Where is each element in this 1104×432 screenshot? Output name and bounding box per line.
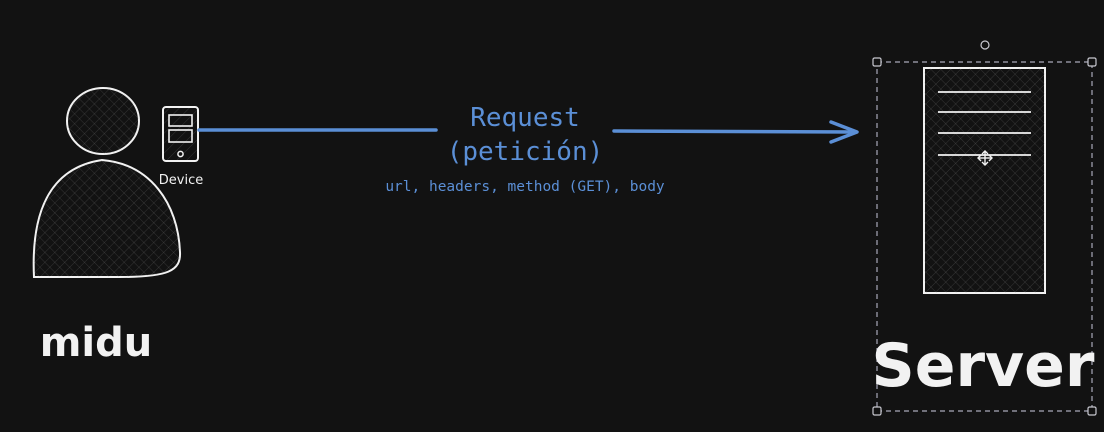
selection-handle-top-right[interactable] (1087, 57, 1097, 67)
rotate-handle[interactable] (980, 40, 990, 50)
selection-outline (876, 61, 1093, 412)
selection-handle-bottom-right[interactable] (1087, 406, 1097, 416)
server-label: Server (872, 331, 1095, 401)
request-arrow[interactable] (197, 120, 859, 144)
mobile-device-icon[interactable] (162, 106, 199, 162)
request-details: url, headers, method (GET), body (385, 179, 665, 195)
device-label: Device (159, 173, 203, 188)
person-icon[interactable] (32, 87, 182, 278)
selection-handle-top-left[interactable] (872, 57, 882, 67)
server-selection-box[interactable] (872, 40, 1097, 416)
arrow-head-icon (829, 120, 859, 144)
device-home-button (177, 150, 184, 158)
arrow-segment-right (612, 129, 858, 134)
move-cursor-icon (977, 150, 993, 166)
user-name-label: midu (40, 320, 153, 366)
device-screen-bottom (168, 129, 193, 143)
device-screen-top (168, 114, 193, 127)
request-subtitle: (petición) (447, 137, 604, 167)
server-tower-icon[interactable] (923, 67, 1046, 294)
device-frame (162, 106, 199, 162)
selection-handle-bottom-left[interactable] (872, 406, 882, 416)
request-title: Request (470, 103, 580, 133)
